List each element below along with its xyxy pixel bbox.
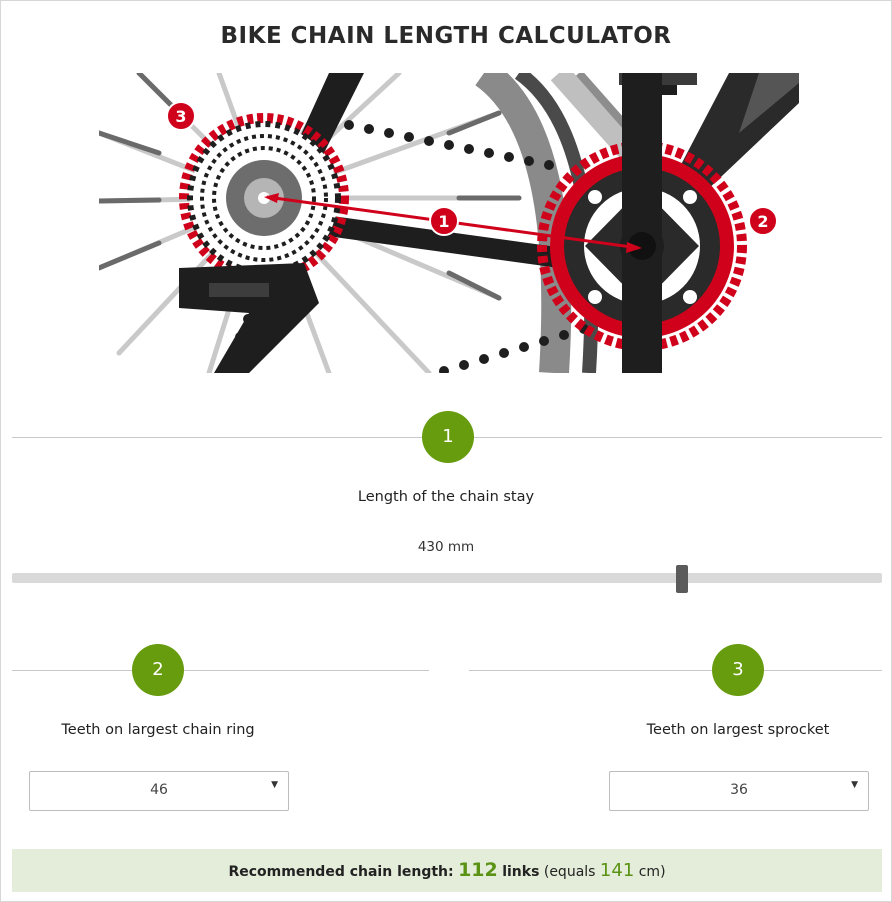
result-cm-unit: cm) [638,864,666,880]
step2-label: Teeth on largest chain ring [61,722,255,738]
result-banner: Recommended chain length: 112 links (equ… [12,849,882,892]
chain-ring-teeth-value: 46 [150,782,168,798]
step3-divider [469,670,882,671]
sprocket-teeth-value: 36 [730,782,748,798]
step3-badge: 3 [712,644,764,696]
result-cm-value: 141 [599,860,635,881]
result-prefix: Recommended chain length: [228,864,454,880]
caret-down-icon: ▼ [851,780,858,790]
bike-drivetrain-illustration: 1 2 3 [99,73,799,373]
page-title: BIKE CHAIN LENGTH CALCULATOR [220,23,672,49]
marker-3-icon: 3 [166,101,196,131]
step1-label: Length of the chain stay [357,489,535,505]
caret-down-icon: ▼ [271,780,278,790]
sprocket-teeth-select[interactable]: 36 ▼ [609,771,869,811]
step1-badge: 1 [422,411,474,463]
result-links-value: 112 [458,859,498,881]
chain-stay-slider-handle[interactable] [675,565,688,593]
result-links-label: links [502,864,540,880]
result-equals-text: (equals [543,864,596,880]
marker-1-icon: 1 [429,206,459,236]
svg-text:2: 2 [757,212,768,231]
svg-text:1: 1 [438,212,449,231]
step2-divider [12,670,429,671]
chain-stay-value: 430 mm [417,539,475,555]
step3-label: Teeth on largest sprocket [646,722,830,738]
step2-badge: 2 [132,644,184,696]
marker-2-icon: 2 [748,206,778,236]
chain-ring-teeth-select[interactable]: 46 ▼ [29,771,289,811]
chain-stay-slider-track[interactable] [12,573,882,583]
svg-text:3: 3 [175,107,186,126]
